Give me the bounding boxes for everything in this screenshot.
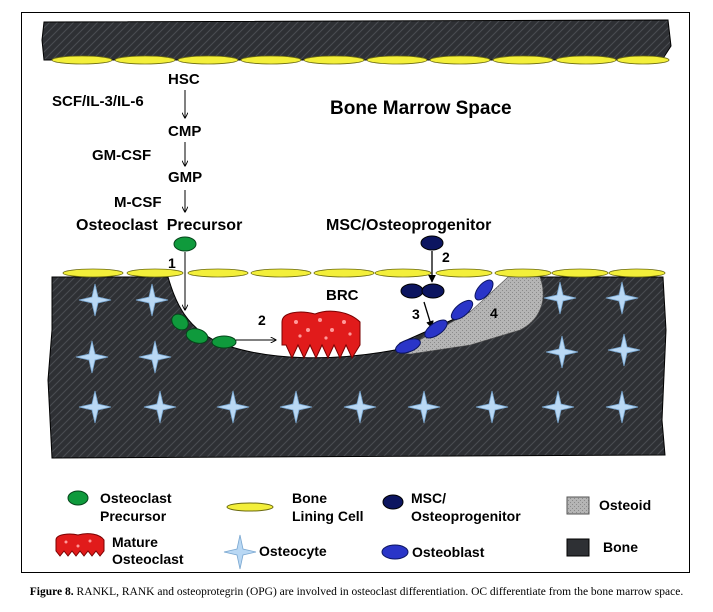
cavity-osteoblasts — [395, 279, 494, 354]
brc-label: BRC — [326, 287, 359, 304]
legend-mature-osteoclast-line2: Osteoclast — [112, 551, 184, 567]
marrow-space-label: Bone Marrow Space — [330, 98, 512, 119]
osteocyte-icon — [143, 390, 177, 424]
osteocyte-icon — [75, 340, 109, 374]
osteocyte-icon — [541, 390, 575, 424]
surface-lining-cells — [62, 268, 666, 278]
mature-osteoclast-cell — [281, 310, 361, 360]
msc-osteoprogenitor-label: MSC/Osteoprogenitor — [326, 217, 491, 234]
lineage-osteoclast-precursor: Osteoclast Precursor — [76, 217, 242, 234]
osteocytes — [75, 281, 641, 424]
osteocyte-icon — [216, 390, 250, 424]
step-label-2-msc: 2 — [442, 249, 450, 265]
osteocyte-icon — [78, 390, 112, 424]
osteoclast-precursor-cell — [173, 236, 197, 252]
legend-osteocyte-swatch — [223, 534, 257, 570]
lineage-hsc: HSC — [168, 71, 200, 88]
legend-osteoid-label: Osteoid — [599, 497, 651, 513]
osteocyte-icon — [605, 281, 639, 315]
osteocyte-icon — [407, 390, 441, 424]
legend-msc-line1: MSC/ — [411, 490, 446, 506]
legend-msc-swatch — [382, 494, 404, 510]
msc-cell — [420, 235, 444, 251]
lower-bone — [47, 276, 667, 459]
lineage-gmp: GMP — [168, 169, 202, 186]
legend: Osteoclast Precursor Bone Lining Cell MS… — [55, 490, 651, 570]
osteocyte-icon — [475, 390, 509, 424]
caption-label: Figure 8. — [29, 586, 74, 598]
lineage-cmp: CMP — [168, 123, 201, 140]
legend-osteoid-swatch — [566, 496, 590, 515]
osteocyte-icon — [543, 281, 577, 315]
legend-osteocyte-label: Osteocyte — [259, 543, 327, 559]
msc-pair — [400, 283, 445, 299]
factor-m-csf: M-CSF — [114, 194, 162, 211]
legend-msc-line2: Osteoprogenitor — [411, 508, 521, 524]
legend-osteoclast-precursor-swatch — [67, 490, 89, 506]
legend-mature-osteoclast-line1: Mature — [112, 534, 158, 550]
legend-bone-lining-cell-line1: Bone — [292, 490, 327, 506]
legend-bone-label: Bone — [603, 539, 638, 555]
osteocyte-icon — [78, 283, 112, 317]
factor-scf-il3-il6: SCF/IL-3/IL-6 — [52, 93, 144, 110]
legend-osteoblast-swatch — [381, 544, 409, 560]
legend-bone-lining-cell-swatch — [226, 502, 274, 512]
step-label-3: 3 — [412, 306, 420, 322]
legend-osteoclast-precursor-line1: Osteoclast — [100, 490, 172, 506]
step-label-4: 4 — [490, 305, 498, 321]
step-label-2-osteoclast: 2 — [258, 312, 266, 328]
caption-text: RANKL, RANK and osteoprotegrin (OPG) are… — [73, 586, 684, 598]
step-arrow-3 — [423, 301, 434, 329]
factor-gm-csf: GM-CSF — [92, 147, 151, 164]
osteocyte-icon — [607, 333, 641, 367]
step-label-1: 1 — [168, 255, 176, 271]
top-lining-cells — [51, 55, 670, 65]
legend-osteoclast-precursor-line2: Precursor — [100, 508, 167, 524]
legend-bone-lining-cell-line2: Lining Cell — [292, 508, 364, 524]
legend-mature-osteoclast-swatch — [55, 533, 105, 557]
figure-frame — [21, 12, 690, 573]
osteocyte-icon — [279, 390, 313, 424]
cavity-precursors — [171, 313, 237, 349]
osteocyte-icon — [545, 335, 579, 369]
osteocyte-icon — [605, 390, 639, 424]
legend-bone-swatch — [566, 538, 590, 557]
figure-caption: Figure 8. RANKL, RANK and osteoprotegrin… — [0, 586, 713, 598]
osteocyte-icon — [135, 283, 169, 317]
osteocyte-icon — [138, 340, 172, 374]
osteocyte-icon — [343, 390, 377, 424]
legend-osteoblast-label: Osteoblast — [412, 544, 485, 560]
top-bone-band — [41, 19, 672, 61]
